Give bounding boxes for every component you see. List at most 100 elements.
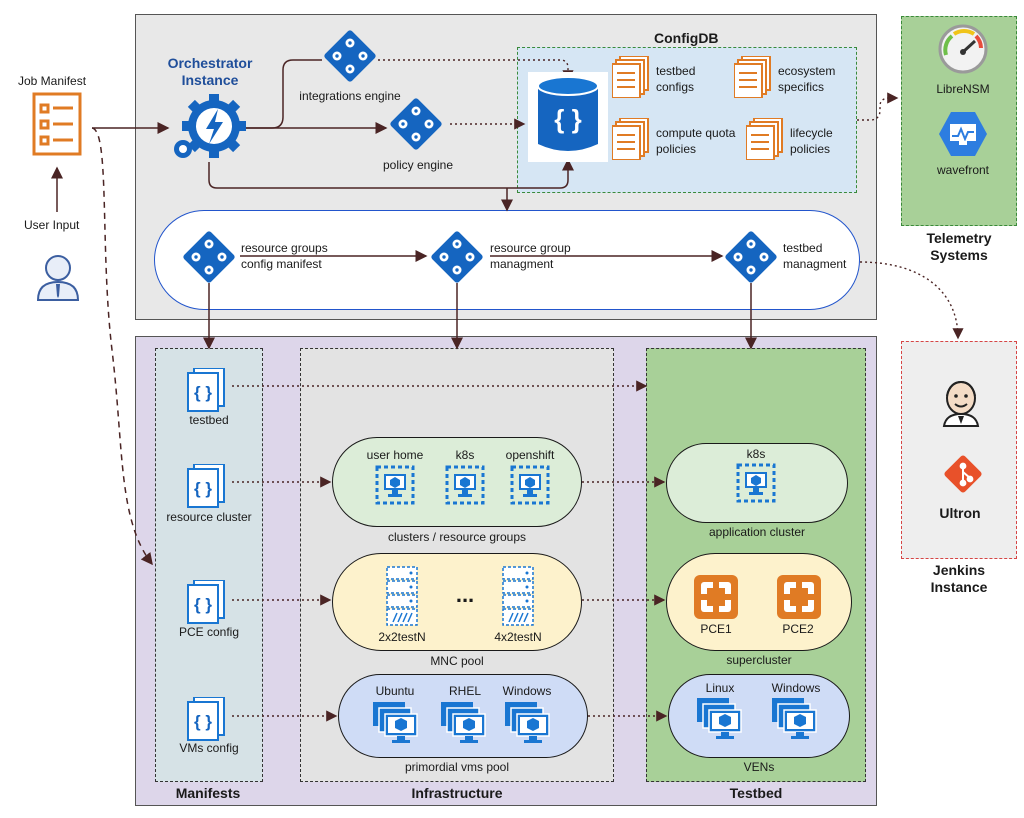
vm-label-rhel: RHEL <box>448 684 481 698</box>
configdb-item-2-line1: ecosystem <box>778 64 836 78</box>
pipeline-step1-label: resource groups config manifest <box>241 240 328 272</box>
configdb-item-3-line2: policies <box>656 142 697 156</box>
checklist-icon <box>32 92 82 156</box>
jenkins-butler-icon <box>942 380 980 427</box>
user-icon <box>36 255 80 301</box>
compute-quota-doc-icon <box>611 117 650 165</box>
app-cluster-k8s-label: k8s <box>746 447 766 461</box>
testbed-manifest-icon: { } <box>186 367 226 417</box>
policy-gear-diamond-icon <box>390 98 442 150</box>
svg-text:{ }: { } <box>194 712 212 731</box>
jenkins-region <box>901 341 1017 559</box>
orchestrator-gear-bolt-icon <box>174 94 246 158</box>
vm-label-ubuntu: Ubuntu <box>375 684 415 698</box>
integrations-engine-node <box>322 28 378 89</box>
pce1-label: PCE1 <box>700 622 732 636</box>
job-manifest-label: Job Manifest <box>18 74 87 88</box>
openshift-cluster-icon <box>510 465 550 510</box>
pce2-icon <box>776 574 822 625</box>
pipeline-step1-line2: config manifest <box>241 257 322 271</box>
testbed-configs-doc-icon <box>611 55 650 103</box>
ecosystem-specifics-doc-icon <box>733 55 772 103</box>
pipeline-step3-line2: managment <box>783 257 847 271</box>
manifest-item-resource-cluster: resource cluster <box>166 510 252 524</box>
orchestrator-title-line1: Orchestrator <box>167 55 253 71</box>
edge-step3-to-jenkins <box>859 261 964 340</box>
infrastructure-title: Infrastructure <box>411 785 503 801</box>
policy-engine-label: policy engine <box>382 158 454 172</box>
git-icon <box>944 455 982 493</box>
wavefront-label: wavefront <box>936 163 990 177</box>
configdb-item-2-line2: specifics <box>778 80 825 94</box>
pipeline-step3-label: testbed managment <box>783 240 846 272</box>
clusters-caption: clusters / resource groups <box>387 530 527 544</box>
configdb-item-4: lifecycle policies <box>790 125 833 157</box>
telemetry-title-line1: Telemetry <box>926 230 992 246</box>
mnc-label-right: 4x2testN <box>494 630 542 644</box>
gauge-icon <box>938 24 988 74</box>
resource-group-managment-node <box>429 229 485 290</box>
svg-text:{ }: { } <box>194 383 212 402</box>
policy-engine-node <box>388 96 444 157</box>
configdb-item-4-line1: lifecycle <box>790 126 833 140</box>
pce2-label: PCE2 <box>782 622 814 636</box>
pipeline-step3-line1: testbed <box>783 241 823 255</box>
edge-configdb-to-telemetry <box>857 92 899 121</box>
manifests-title: Manifests <box>175 785 241 801</box>
manifests-region <box>155 348 263 782</box>
ven-label-linux: Linux <box>705 681 735 695</box>
pce1-icon <box>693 574 739 625</box>
svg-text:{ }: { } <box>194 595 212 614</box>
svg-text:{ }: { } <box>554 104 581 134</box>
server-4x2testN-icon <box>501 565 535 632</box>
windows-ven-icon <box>772 698 818 745</box>
supercluster-caption: supercluster <box>726 653 792 667</box>
svg-text:{ }: { } <box>194 479 212 498</box>
jenkins-title-line1: Jenkins <box>932 562 986 578</box>
vens-caption: VENs <box>743 760 775 774</box>
ultron-label: Ultron <box>939 505 981 521</box>
wavefront-icon <box>939 112 987 156</box>
configdb-item-1-line2: configs <box>656 80 695 94</box>
mnc-label-left: 2x2testN <box>378 630 426 644</box>
vm-label-windows: Windows <box>502 684 552 698</box>
telemetry-title-line2: Systems <box>930 247 988 263</box>
cluster-label-openshift: openshift <box>505 448 555 462</box>
linux-ven-icon <box>697 698 743 745</box>
vms-caption: primordial vms pool <box>404 760 510 774</box>
jenkins-title-line2: Instance <box>930 579 988 595</box>
testbed-managment-node <box>723 229 779 290</box>
manifest-item-testbed: testbed <box>189 413 229 427</box>
ven-label-windows: Windows <box>771 681 821 695</box>
orchestrator-title-line2: Instance <box>181 72 239 88</box>
integrations-engine-label: integrations engine <box>299 89 401 103</box>
resource-cluster-manifest-icon: { } <box>186 463 226 513</box>
user-home-cluster-icon <box>375 465 415 510</box>
orchestrator-title: Orchestrator Instance <box>150 55 270 89</box>
user-input-label: User Input <box>24 218 80 232</box>
pipeline-step1-line1: resource groups <box>241 241 328 255</box>
configdb-title: ConfigDB <box>654 30 719 46</box>
lifecycle-policies-doc-icon <box>745 117 784 165</box>
windows-vm-icon <box>505 702 551 749</box>
testbed-managment-gear-diamond-icon <box>725 231 777 283</box>
mnc-dots: ... <box>455 582 475 607</box>
configdb-item-4-line2: policies <box>790 142 831 156</box>
pipeline-step2-line1: resource group <box>490 241 571 255</box>
rhel-vm-icon <box>441 702 487 749</box>
pce-config-manifest-icon: { } <box>186 579 226 629</box>
pipeline-step2-line2: managment <box>490 257 554 271</box>
database-icon: { } <box>528 72 608 162</box>
cluster-label-k8s: k8s <box>455 448 475 462</box>
resource-groups-node <box>181 229 237 290</box>
configdb-item-1-line1: testbed <box>656 64 696 78</box>
configdb-item-2: ecosystem specifics <box>778 63 835 95</box>
app-cluster-k8s-icon <box>736 463 776 508</box>
testbed-title: Testbed <box>729 785 783 801</box>
pipeline-step2-label: resource group managment <box>490 240 571 272</box>
manifest-item-pce-config: PCE config <box>178 625 240 639</box>
